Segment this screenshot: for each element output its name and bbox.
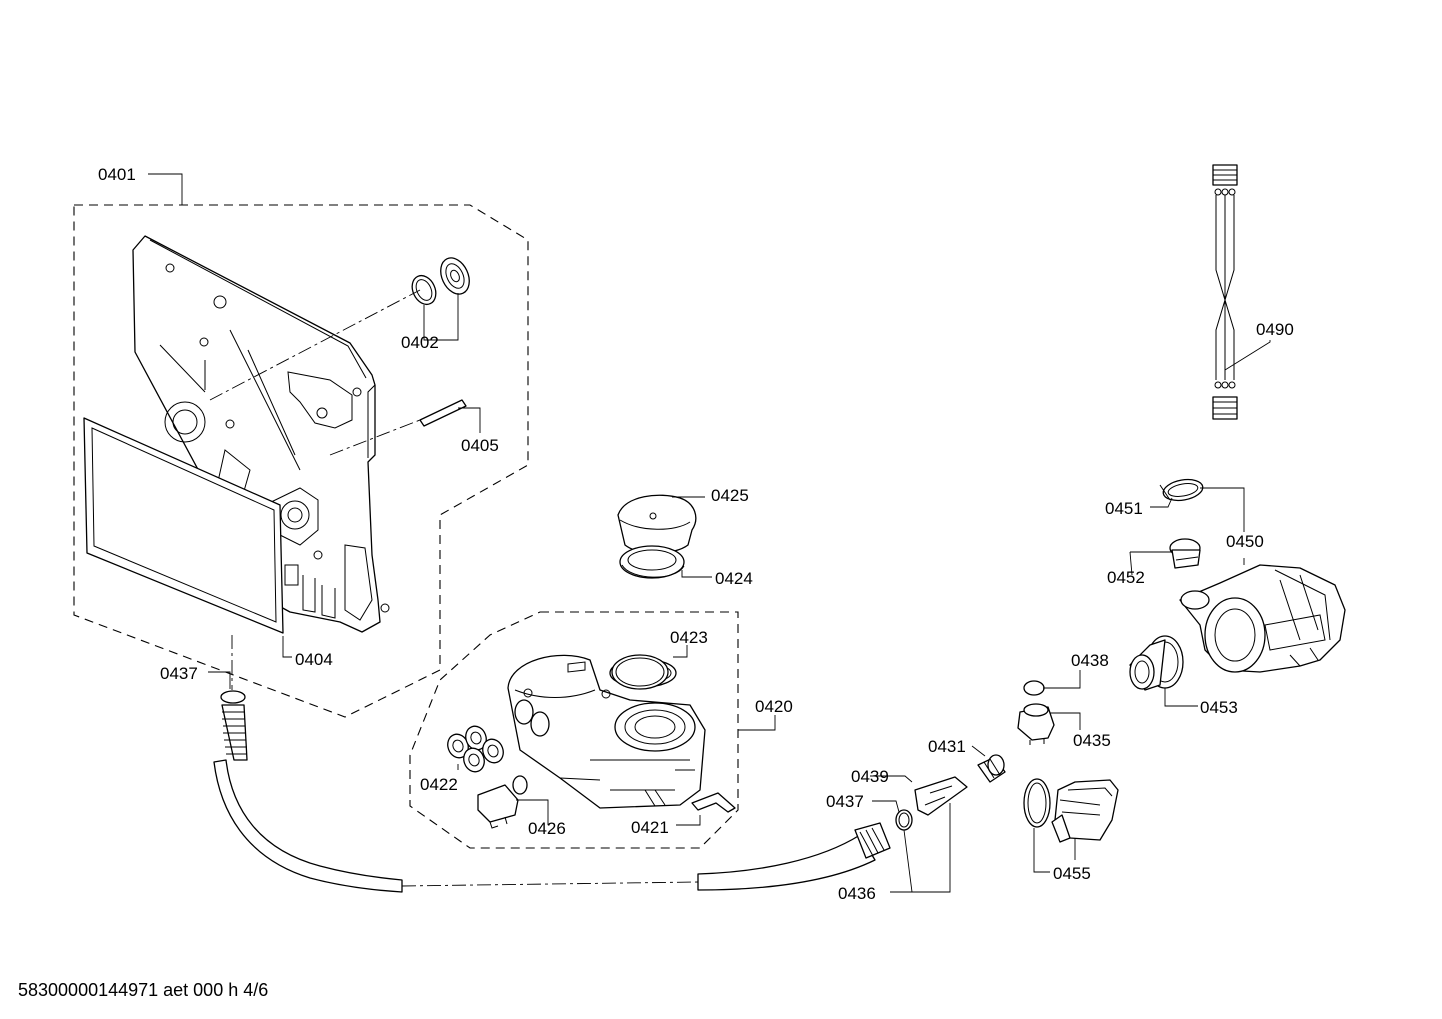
callout-0439: 0439 bbox=[851, 767, 889, 786]
clamp-0451-drawing bbox=[1159, 478, 1204, 502]
assembly-line bbox=[329, 419, 421, 456]
callout-0423: 0423 bbox=[670, 628, 708, 647]
seals-0422-drawing bbox=[447, 725, 504, 773]
callout-0401: 0401 bbox=[98, 165, 136, 184]
drawing-code: 58300000144971 aet 000 h 4/6 bbox=[18, 980, 269, 1000]
callout-0450: 0450 bbox=[1226, 532, 1264, 551]
sensor-0426-drawing bbox=[477, 775, 528, 829]
callout-0453: 0453 bbox=[1200, 698, 1238, 717]
callout-labels: 0401 0402 0405 0404 0437 0425 0424 0423 … bbox=[98, 165, 1294, 903]
callout-0426: 0426 bbox=[528, 819, 566, 838]
leader-lines bbox=[148, 173, 1271, 893]
assembly-line bbox=[209, 289, 421, 401]
callout-0405: 0405 bbox=[461, 436, 499, 455]
pump-cover-drawing bbox=[617, 494, 697, 579]
callout-0422: 0422 bbox=[420, 775, 458, 794]
callout-0421: 0421 bbox=[631, 818, 669, 837]
drain-pump-0455-drawing bbox=[1051, 779, 1119, 843]
seal-0455-drawing bbox=[1023, 778, 1051, 828]
assembly-line bbox=[401, 881, 699, 887]
callout-0420: 0420 bbox=[755, 697, 793, 716]
rating-plate-drawing bbox=[83, 417, 284, 634]
holder-0439-drawing bbox=[914, 776, 968, 816]
heat-pump-0450-drawing bbox=[1179, 564, 1346, 673]
callout-0452: 0452 bbox=[1107, 568, 1145, 587]
coupling-0453-drawing bbox=[1129, 635, 1184, 691]
cable-harness-0490-drawing bbox=[1212, 164, 1238, 420]
assembly-0420-outline bbox=[409, 611, 739, 849]
seal-0423-drawing bbox=[611, 654, 669, 690]
callout-0455: 0455 bbox=[1053, 864, 1091, 883]
callout-0424: 0424 bbox=[715, 569, 753, 588]
pump-sump-drawing bbox=[507, 654, 706, 809]
callout-0425: 0425 bbox=[711, 486, 749, 505]
connector-0431-drawing bbox=[977, 754, 1006, 783]
callout-0437-left: 0437 bbox=[160, 664, 198, 683]
drain-hose-drawing bbox=[213, 690, 891, 893]
callout-0451: 0451 bbox=[1105, 499, 1143, 518]
seal-rings-drawing bbox=[411, 257, 470, 306]
clip-0421-drawing bbox=[691, 792, 736, 813]
callout-0437-right: 0437 bbox=[826, 792, 864, 811]
callout-0402: 0402 bbox=[401, 333, 439, 352]
callout-0438: 0438 bbox=[1071, 651, 1109, 670]
callout-0431: 0431 bbox=[928, 737, 966, 756]
seal-0438-drawing bbox=[1023, 680, 1045, 696]
valve-0435-drawing bbox=[1017, 703, 1055, 745]
callout-0404: 0404 bbox=[295, 650, 333, 669]
callout-0436: 0436 bbox=[838, 884, 876, 903]
callout-0490: 0490 bbox=[1256, 320, 1294, 339]
clip-drawing bbox=[419, 399, 467, 427]
callout-0435: 0435 bbox=[1073, 731, 1111, 750]
seal-0452-drawing bbox=[1169, 538, 1201, 569]
